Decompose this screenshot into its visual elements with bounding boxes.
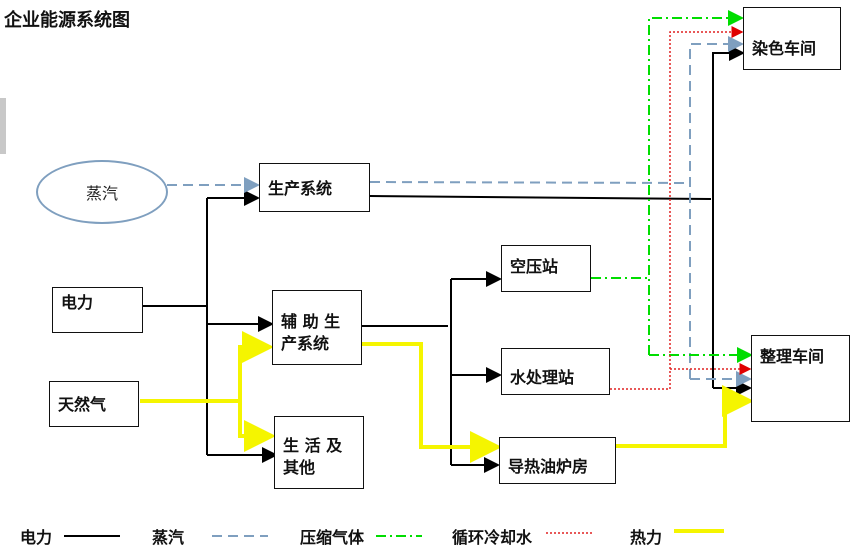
elec-from-production [369,195,712,200]
legend-steam-label: 蒸汽 [152,528,185,547]
legend-electricity-label: 电力 [20,528,53,547]
finishing-workshop-box: 整理车间 [751,335,850,422]
heat-to-finishing [616,385,754,448]
electricity-source-box: 电力 [52,287,143,333]
compressed-gas-lines [591,10,753,363]
oil-boiler-label: 导热油炉房 [508,457,589,476]
legend-compressed-gas-swatch [376,535,422,537]
steam-from-production [369,181,691,184]
diagram-title: 企业能源系统图 [4,10,130,31]
auxiliary-system-label: 辅 助 生 产系统 [281,312,341,353]
legend-heat-swatch [674,529,724,533]
heat-to-auxiliary [140,331,274,403]
legend-cooling-water-swatch [546,532,594,534]
gas-to-dyeing [648,10,744,355]
oil-boiler-box: 导热油炉房 [499,437,616,484]
natural-gas-source-label: 天然气 [58,395,107,414]
air-compressor-label: 空压站 [510,257,559,276]
legend-compressed-gas-label: 压缩气体 [300,528,365,547]
dyeing-workshop-box: 染色车间 [743,7,841,70]
living-other-label: 生 活 及 其他 [283,436,343,477]
legend-heat-label: 热力 [630,528,663,547]
water-treatment-label: 水处理站 [510,368,575,387]
electricity-source-label: 电力 [61,293,94,312]
water-treatment-box: 水处理站 [501,348,610,395]
scroll-handle[interactable] [0,98,6,154]
legend-steam-swatch [212,535,268,537]
electricity-lines [143,45,752,473]
production-system-label: 生产系统 [268,179,333,198]
dyeing-workshop-label: 染色车间 [752,39,817,58]
steam-source-ellipse: 蒸汽 [36,160,168,224]
heat-to-living [238,401,276,452]
heat-lines [140,331,754,463]
production-system-box: 生产系统 [259,163,370,212]
legend-electricity-swatch [64,535,120,537]
steam-lines [167,36,752,387]
heat-to-oil [362,342,502,463]
air-compressor-box: 空压站 [501,245,591,292]
auxiliary-system-box: 辅 助 生 产系统 [272,290,362,365]
legend-cooling-water-label: 循环冷却水 [452,528,533,547]
water-to-dyeing [669,26,744,369]
steam-source-label: 蒸汽 [85,184,118,203]
natural-gas-source-box: 天然气 [49,381,139,427]
living-other-box: 生 活 及 其他 [274,416,364,489]
water-to-finishing [610,363,752,390]
steam-to-dyeing [689,36,744,379]
finishing-workshop-label: 整理车间 [760,347,825,366]
elec-to-dyeing [712,45,745,388]
cooling-water-lines [610,26,752,390]
